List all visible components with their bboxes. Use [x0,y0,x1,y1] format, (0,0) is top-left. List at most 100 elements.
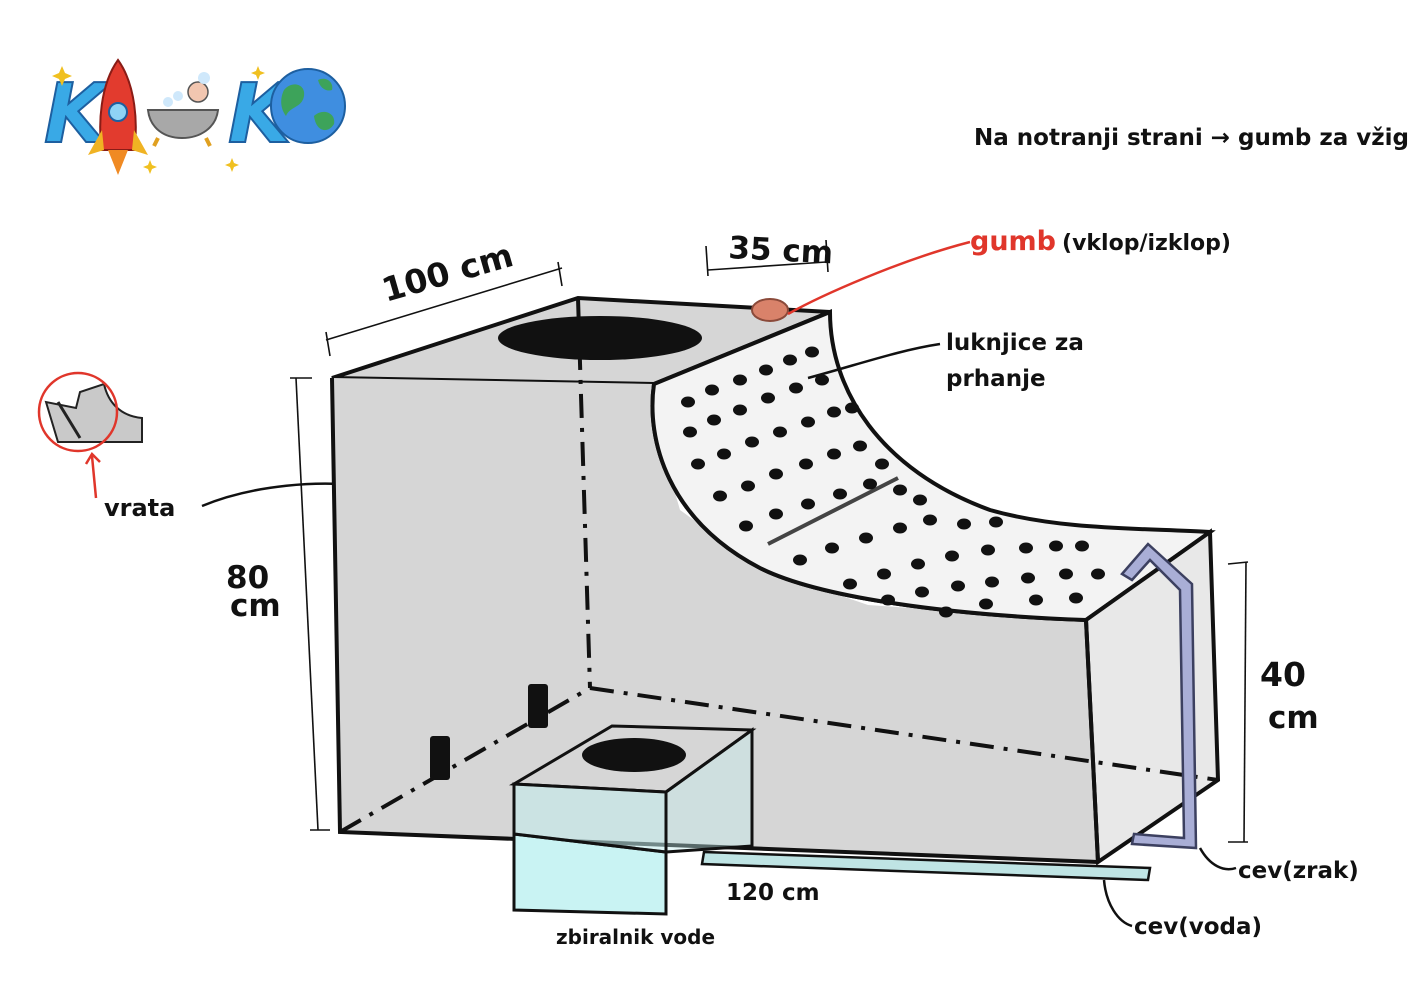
shower-hole [845,402,859,414]
shower-hole [833,488,847,500]
rocket-icon [88,58,148,175]
hinge-upper [528,684,548,728]
dim-height-right-num: 40 [1260,655,1306,694]
shower-hole [733,404,747,416]
shower-hole [827,406,841,418]
shower-hole [957,518,971,530]
shower-hole [793,554,807,566]
collector-opening [582,738,686,772]
shower-hole [843,578,857,590]
shower-hole [859,532,873,544]
label-door: vrata [104,494,175,522]
label-holes-line2: prhanje [946,366,1046,392]
shower-hole [717,448,731,460]
dim-height-left-unit: cm [230,588,281,624]
shower-hole [769,508,783,520]
door-thumbnail [37,371,143,499]
shower-hole [801,498,815,510]
bathtub-icon [146,72,220,147]
shower-hole [773,426,787,438]
shower-hole [923,514,937,526]
shower-hole [989,516,1003,528]
shower-hole [1059,568,1073,580]
shower-hole [893,484,907,496]
shower-hole [805,346,819,358]
label-water-collector: zbiralnik vode [556,925,715,949]
shower-hole [913,494,927,506]
shower-hole [1091,568,1105,580]
shower-hole [1049,540,1063,552]
shower-hole [979,598,993,610]
shower-hole [1029,594,1043,606]
shower-holes [681,346,1105,618]
shower-hole [713,490,727,502]
label-pipe-air: cev(zrak) [1238,858,1359,884]
shower-hole [745,436,759,448]
shower-hole [681,396,695,408]
dim-height-left-num: 80 [226,560,269,596]
shower-hole [691,458,705,470]
earth-icon [270,68,346,144]
kako-logo: K K [43,58,346,175]
shower-hole [1069,592,1083,604]
bathtub-body [330,295,1221,866]
pipe-water-callout-line [1102,879,1133,928]
front-face [332,378,1098,862]
shower-hole [877,568,891,580]
holes-callout-line [807,342,941,380]
shower-hole [863,478,877,490]
shower-hole [789,382,803,394]
shower-hole [799,458,813,470]
dim-length-bottom: 120 cm [726,880,820,906]
shower-hole [875,458,889,470]
shower-hole [945,550,959,562]
shower-hole [981,544,995,556]
sparkle-icon [52,66,265,174]
power-button[interactable] [751,298,789,322]
shower-hole [759,364,773,376]
shower-hole [825,542,839,554]
shower-hole [739,520,753,532]
shower-hole [761,392,775,404]
shower-hole [951,580,965,592]
note-ignition-inside: Na notranji strani → gumb za vžig [974,125,1409,151]
label-button-rest: (vklop/izklop) [1062,231,1231,256]
shower-hole [911,558,925,570]
label-button: gumb(vklop/izklop) [970,226,1231,257]
shower-hole [853,440,867,452]
door-pointer-arrow [84,451,101,499]
shower-hole [815,374,829,386]
dimension-lines [290,239,1249,843]
shower-hole [939,606,953,618]
label-holes-line1: luknjice za [946,330,1084,356]
shower-hole [741,480,755,492]
button-callout-line [787,240,971,316]
shower-hole [769,468,783,480]
pipe-air [1120,542,1198,850]
dim-height-right-unit: cm [1268,700,1319,736]
shower-hole [985,576,999,588]
shower-hole [783,354,797,366]
shower-hole [801,416,815,428]
shower-hole [733,374,747,386]
door-highlight-circle [37,371,119,453]
label-button-word: gumb [970,226,1056,257]
shower-hole [881,594,895,606]
shower-hole [683,426,697,438]
pipe-air-callout-line [1198,847,1237,871]
top-opening [498,316,702,360]
shower-hole [1075,540,1089,552]
shower-hole [705,384,719,396]
shower-hole [1019,542,1033,554]
shower-hole [893,522,907,534]
shower-hole [827,448,841,460]
water-collector [508,724,757,916]
shower-hole [1021,572,1035,584]
hidden-edges [339,297,1219,834]
dim-width-right: 35 cm [728,230,834,271]
shower-hole [915,586,929,598]
label-pipe-water: cev(voda) [1134,914,1262,940]
pipe-water [700,850,1152,882]
dim-width-top: 100 cm [377,235,517,310]
